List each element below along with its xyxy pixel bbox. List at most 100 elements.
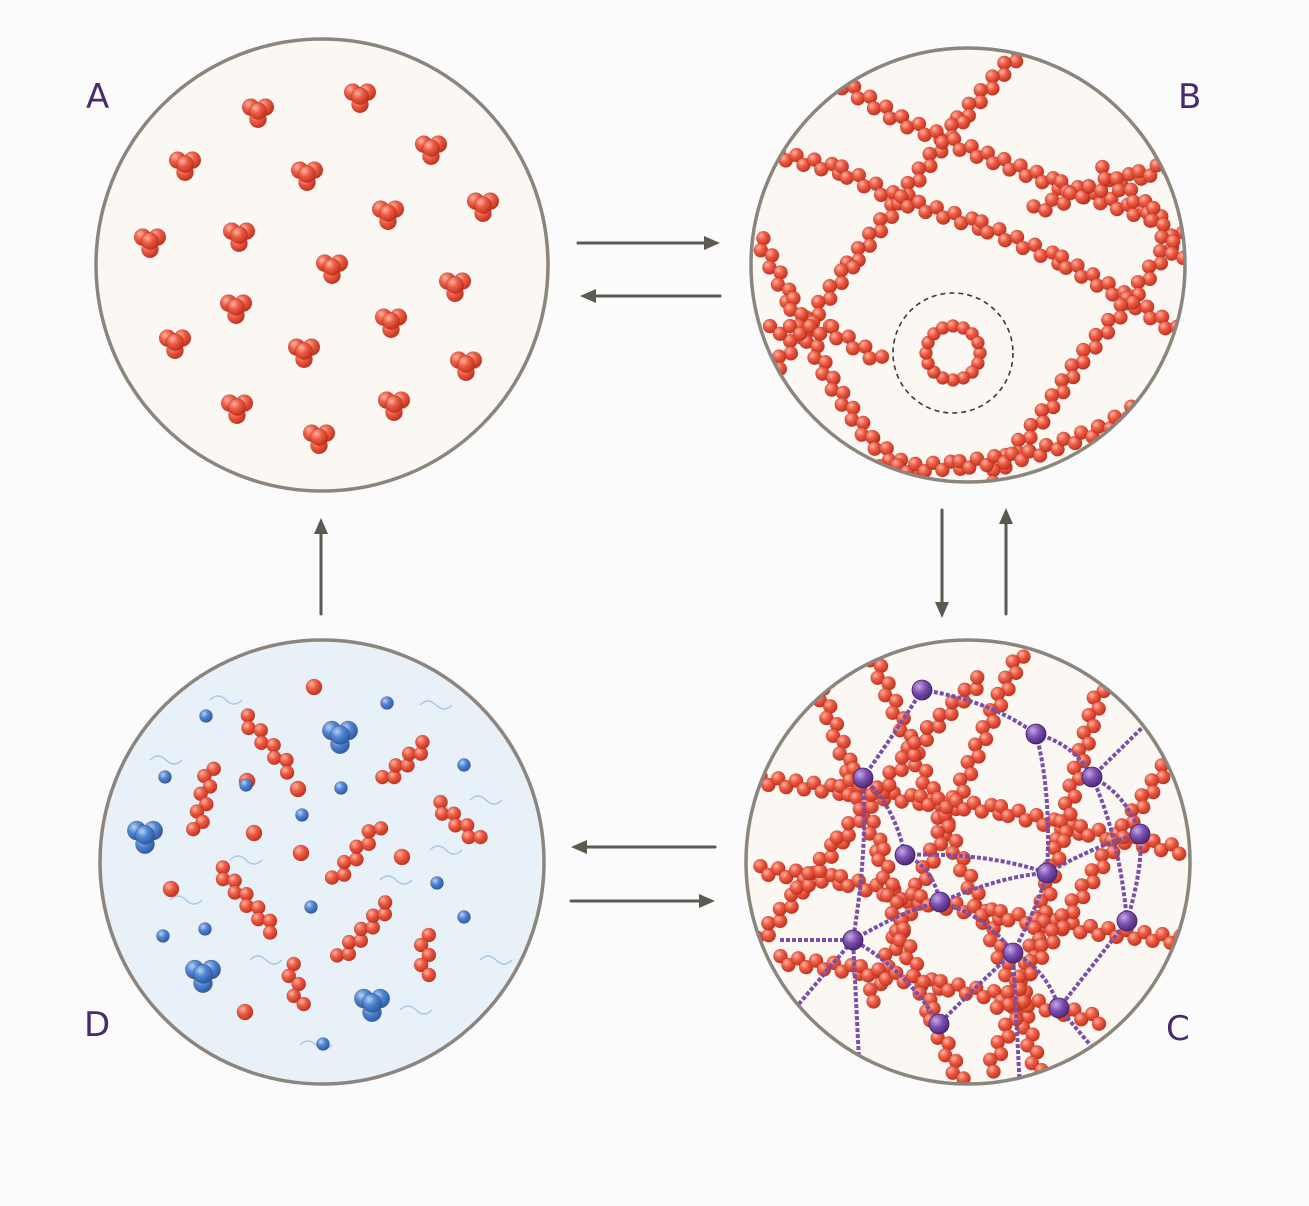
panel-a-border [94,37,550,493]
polymer-chain [1141,259,1157,274]
polymer-chain [811,294,826,310]
solvent-squiggle [169,895,203,905]
crosslink-strand [1011,952,1022,1084]
crosslink-node [842,929,864,951]
monomer-cluster [227,298,245,316]
polymer-chain [871,852,886,868]
polymer-chain [906,747,922,763]
polymer-chain [866,641,881,656]
polymer-chain [1023,417,1039,433]
polymer-chain [912,986,928,1001]
polymer-chain [773,265,788,280]
polymer-chain [1145,933,1160,949]
blue-particle [380,696,394,710]
polymer-chain [893,189,909,204]
solvent-squiggle [149,755,183,765]
polymer-chain [1081,179,1097,194]
polymer-chain [873,187,889,203]
panel-a-content [133,83,500,455]
monomer-cluster [446,276,464,294]
polymer-chain [1067,789,1083,804]
blue-particle [457,758,471,772]
polymer-chain [1010,432,1026,448]
polymer-chain [760,364,776,380]
blue-particle [457,910,471,924]
arrow-c-to-d-icon [571,840,717,854]
polymer-chain [1166,234,1181,249]
monomer-cluster [298,165,316,183]
monomer-cluster [457,355,475,373]
polymer-chain [862,351,877,366]
free-monomer [162,880,180,898]
panel-b-content [751,48,1185,482]
polymer-chain [894,762,910,778]
short-chain [253,723,269,738]
polymer-chain [796,782,812,797]
polymer-chain [1035,415,1051,430]
monomer-cluster [230,226,248,244]
crosslink-node [852,767,874,789]
arrow-b-to-c-icon [935,508,949,618]
polymer-chain [832,746,848,761]
polymer-chain [1084,1006,1100,1022]
polymer-chain [1100,312,1116,328]
polymer-chain [1043,886,1058,902]
polymer-chain [1142,168,1158,183]
blue-particle [158,770,172,784]
polymer-chain [1034,938,1049,953]
polymer-chain [992,221,1007,237]
crosslink-node [1048,997,1070,1019]
polymer-chain [1156,217,1171,232]
polymer-chain [1146,200,1161,216]
solvent-squiggle [479,955,513,965]
short-chain [377,895,393,910]
crosslink-node [1036,862,1058,884]
short-chain [279,752,294,768]
arrow-a-to-b-icon [576,236,720,250]
solvent-squiggle [419,700,453,710]
polymer-chain [751,380,765,396]
panel-d-content [127,678,513,1051]
monomer-cluster [422,139,440,157]
panel-label-b: B [1178,77,1202,117]
polymer-chain [845,341,861,356]
panel-label-d: D [84,1005,111,1045]
polymer-chain [1020,1038,1035,1053]
polymer-chain [894,794,910,809]
polymer-chain [760,148,776,164]
polymer-chain [969,669,985,685]
arrow-d-to-c-icon [569,894,715,908]
polymer-chain [919,732,935,748]
polymer-chain [905,968,921,984]
crosslink-node [1081,766,1103,788]
polymer-chain [1067,435,1083,451]
polymer-chain [830,69,846,85]
polymer-chain [1100,325,1116,340]
short-chain [421,947,437,963]
solvent-squiggle [399,1005,433,1015]
solvent-squiggle [469,795,503,805]
short-chain [415,734,430,750]
polymer-chain [781,957,796,973]
short-chain [349,839,364,855]
polymer-chain [1063,806,1078,822]
polymer-chain [956,1071,971,1084]
solvent-squiggle [379,875,413,885]
polymer-chain [789,147,804,163]
crosslink-strand [939,871,1048,904]
polymer-chain [778,779,794,795]
free-monomer [245,824,263,842]
short-chain [279,765,295,780]
monomer-cluster [141,232,159,250]
panel-b-border [749,46,1187,484]
polymer-chain [1167,152,1183,167]
blue-particle [295,808,309,822]
polymer-chain [1056,196,1072,211]
crosslink-strand [1090,776,1129,922]
monomer-cluster [474,196,492,214]
polymer-chain [762,318,778,334]
polymer-chain [1074,189,1090,205]
polymer-chain [825,728,841,744]
monomer-cluster [323,258,341,276]
polymer-chain [1056,833,1072,849]
